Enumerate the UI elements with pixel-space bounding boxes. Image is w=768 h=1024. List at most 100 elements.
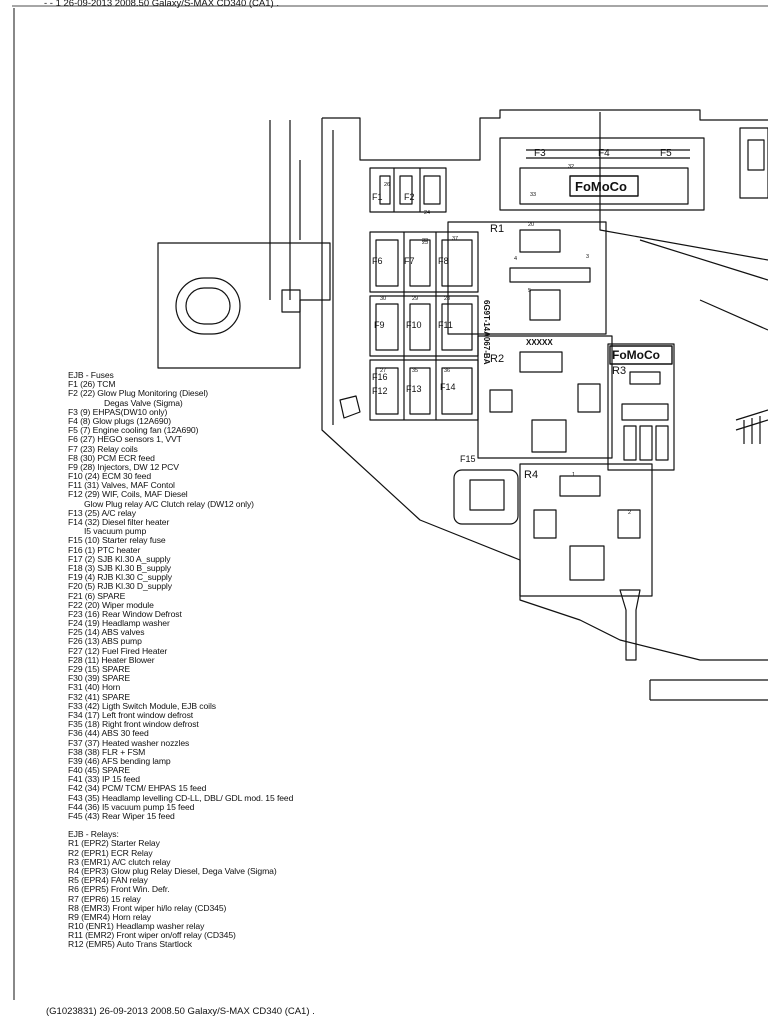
marker-label: XXXXX: [526, 338, 553, 347]
terminal-number: 33: [530, 192, 536, 198]
fuse-label: F1: [372, 192, 383, 202]
fuse-entry: F8 (30) PCM ECR feed: [68, 452, 155, 463]
relay-entry: R7 (EPR6) 15 relay: [68, 893, 141, 904]
fuses-title: EJB - Fuses: [68, 370, 114, 380]
fuse-grid: [369, 167, 479, 421]
fuse-entry: F19 (4) RJB Kl.30 C_supply: [68, 572, 172, 583]
terminal-number: 4: [514, 256, 517, 262]
relay-entry: R3 (EMR1) A/C clutch relay: [68, 856, 171, 867]
fuse-entry: F10 (24) ECM 30 feed: [68, 471, 152, 482]
fuse-entry: F15 (10) Starter relay fuse: [68, 535, 166, 546]
relay-r2-contacts: [489, 351, 601, 453]
relay-entry: R11 (EMR2) Front wiper on/off relay (CD3…: [68, 930, 236, 941]
terminal-number: 3: [586, 254, 589, 260]
relay-r1-housing: [447, 221, 607, 335]
relay-r3-housing: [607, 343, 675, 471]
fuse-entry: F20 (5) RJB Kl.30 D_supply: [68, 581, 172, 592]
terminal-number: 23: [422, 240, 428, 246]
fuse-entry: F5 (7) Engine cooling fan (12A690): [68, 425, 199, 436]
edge-slots: [735, 409, 768, 444]
brand-badge-top: [569, 175, 639, 197]
fuse-entry: F22 (20) Wiper module: [68, 599, 154, 610]
edge-fuse-inner: [747, 139, 765, 171]
arm-tab: [281, 289, 301, 313]
fuse-entry: F44 (36) I5 vacuum pump 15 feed: [68, 801, 195, 812]
brand-label-right: FoMoCo: [612, 348, 660, 362]
relay-r1-contacts: [509, 229, 591, 321]
relay-r2-housing: [477, 335, 613, 459]
fuse-entry: F12 (29) WIF, Coils, MAF Diesel: [68, 489, 188, 500]
terminal-number: 1: [572, 472, 575, 478]
fuse-entry: F40 (45) SPARE: [68, 765, 130, 776]
relay-entry: R10 (ENR1) Headlamp washer relay: [68, 921, 205, 932]
fuse-entry: F26 (13) ABS pump: [68, 636, 142, 647]
fuse-f15-holder: [453, 469, 519, 525]
relay-entry: R2 (EPR1) ECR Relay: [68, 847, 153, 858]
fuse-entry: F33 (42) Ligth Switch Module, EJB coils: [68, 700, 216, 711]
fuse-entry: F32 (41) SPARE: [68, 691, 130, 702]
part-number-label: 6G9T-14A067-BA: [482, 300, 491, 365]
fuse-label: F3: [534, 148, 546, 159]
fuse-f15-contacts: [469, 479, 505, 511]
terminal-number: 30: [380, 296, 386, 302]
fuse-entry: F7 (23) Relay coils: [68, 443, 138, 454]
fuse-entry: F30 (39) SPARE: [68, 673, 130, 684]
fuse-entry: F37 (37) Heated washer nozzles: [68, 737, 190, 748]
fuse-entry: F1 (26) TCM: [68, 379, 116, 390]
terminal-number: 36: [444, 368, 450, 374]
brand-label-top: FoMoCo: [575, 179, 627, 194]
relay-r3-contacts: [621, 371, 669, 461]
fuse-label: F16: [372, 372, 388, 382]
relay-entry: R1 (EPR2) Starter Relay: [68, 838, 160, 849]
relay-r4-housing: [519, 463, 653, 597]
fuse-entry: F34 (17) Left front window defrost: [68, 709, 194, 720]
fuse-entry: F29 (15) SPARE: [68, 664, 130, 674]
housing-outline: [321, 109, 768, 661]
terminal-number: 28: [444, 296, 450, 302]
fuse-entry: F6 (27) HEGO sensors 1, VVT: [68, 434, 182, 445]
relay-entry: R12 (EMR5) Auto Trans Startlock: [68, 939, 192, 950]
arm-edge: [269, 120, 301, 300]
fuse-entry: F31 (40) Horn: [68, 682, 121, 693]
fuse-entry: F17 (2) SJB Kl.30 A_supply: [68, 553, 171, 564]
housing-right: [599, 112, 768, 331]
fuse-slots-top: [526, 149, 690, 159]
fuse-entry: F39 (46) AFS bending lamp: [68, 755, 171, 766]
fuse-entry: F25 (14) ABS valves: [68, 627, 145, 638]
fuse-entry: F35 (18) Right front window defrost: [68, 719, 199, 730]
relay-r4-contacts: [533, 475, 641, 581]
terminal-number: 32: [568, 164, 574, 170]
fuse-entry: F36 (44) ABS 30 feed: [68, 728, 149, 739]
terminal-number: 29: [412, 296, 418, 302]
fuse-entry: F42 (34) PCM/ TCM/ EHPAS 15 feed: [68, 783, 207, 794]
fuse-entry: F13 (25) A/C relay: [68, 507, 136, 518]
fuse-label: F8: [438, 256, 449, 266]
fuse-label: F10: [406, 320, 422, 330]
terminal-number: 37: [452, 236, 458, 242]
fuse-entry: Glow Plug relay A/C Clutch relay (DW12 o…: [84, 498, 254, 509]
fuse-entry: I5 vacuum pump: [84, 526, 147, 537]
page-header: - - 1 26-09-2013 2008.50 Galaxy/S-MAX CD…: [44, 0, 279, 9]
terminal-number: 24: [424, 210, 430, 216]
fuse-entry: F14 (32) Diesel filter heater: [68, 517, 170, 527]
relay-entry: R5 (EPR4) FAN relay: [68, 875, 148, 886]
bracket-tab: [339, 395, 361, 419]
fuse-label: F14: [440, 382, 456, 392]
fuse-entry: F21 (6) SPARE: [68, 590, 126, 601]
relay-label: R3: [612, 365, 626, 377]
fuse-entry: F28 (11) Heater Blower: [68, 654, 155, 665]
fuse-label: F4: [598, 148, 610, 159]
fuse-entry: F11 (31) Valves, MAF Contol: [68, 480, 175, 491]
fuse-entry: Degas Valve (Sigma): [104, 397, 183, 408]
mounting-slot: [175, 277, 241, 335]
fuse-label: F6: [372, 256, 383, 266]
fuse-entry: F45 (43) Rear Wiper 15 feed: [68, 811, 175, 821]
